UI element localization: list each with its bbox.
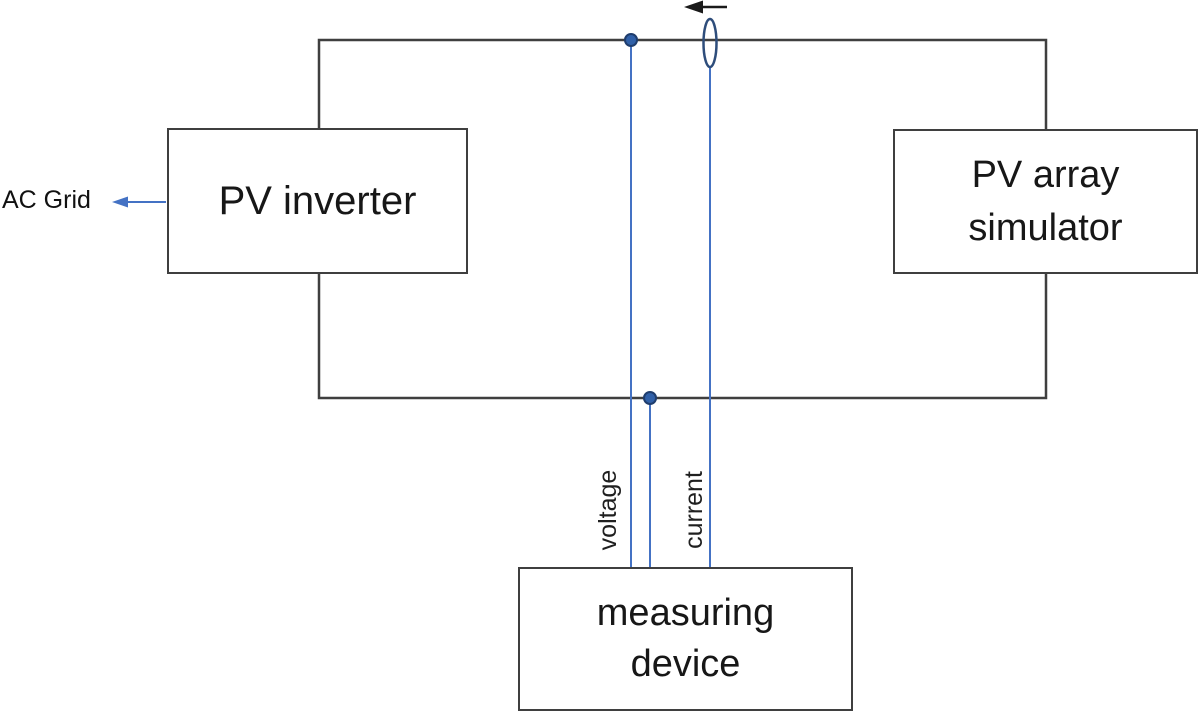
junction-dot-bottom: [643, 391, 657, 405]
voltage-label: voltage: [594, 469, 622, 551]
measuring-device-box: measuring device: [518, 567, 853, 711]
current-direction-arrowhead-icon: [684, 0, 703, 14]
pv-array-simulator-box: PV array simulator: [893, 129, 1198, 274]
pv-array-simulator-label-line2: simulator: [968, 206, 1123, 249]
junction-dot-top: [624, 33, 638, 47]
pv-array-simulator-label-line1: PV array: [971, 154, 1120, 197]
ac-grid-arrowhead-icon: [112, 196, 128, 208]
current-label: current: [680, 471, 708, 549]
pv-inverter-label: PV inverter: [218, 178, 417, 223]
current-sensor-ellipse: [702, 17, 718, 69]
dc-top-wire: [317, 38, 1048, 130]
measuring-device-label-line2: device: [630, 643, 741, 685]
measuring-device-label-line1: measuring: [596, 592, 775, 635]
dc-bottom-wire: [317, 272, 1048, 400]
ac-grid-label: AC Grid: [2, 186, 91, 214]
pv-inverter-box: PV inverter: [167, 128, 468, 274]
